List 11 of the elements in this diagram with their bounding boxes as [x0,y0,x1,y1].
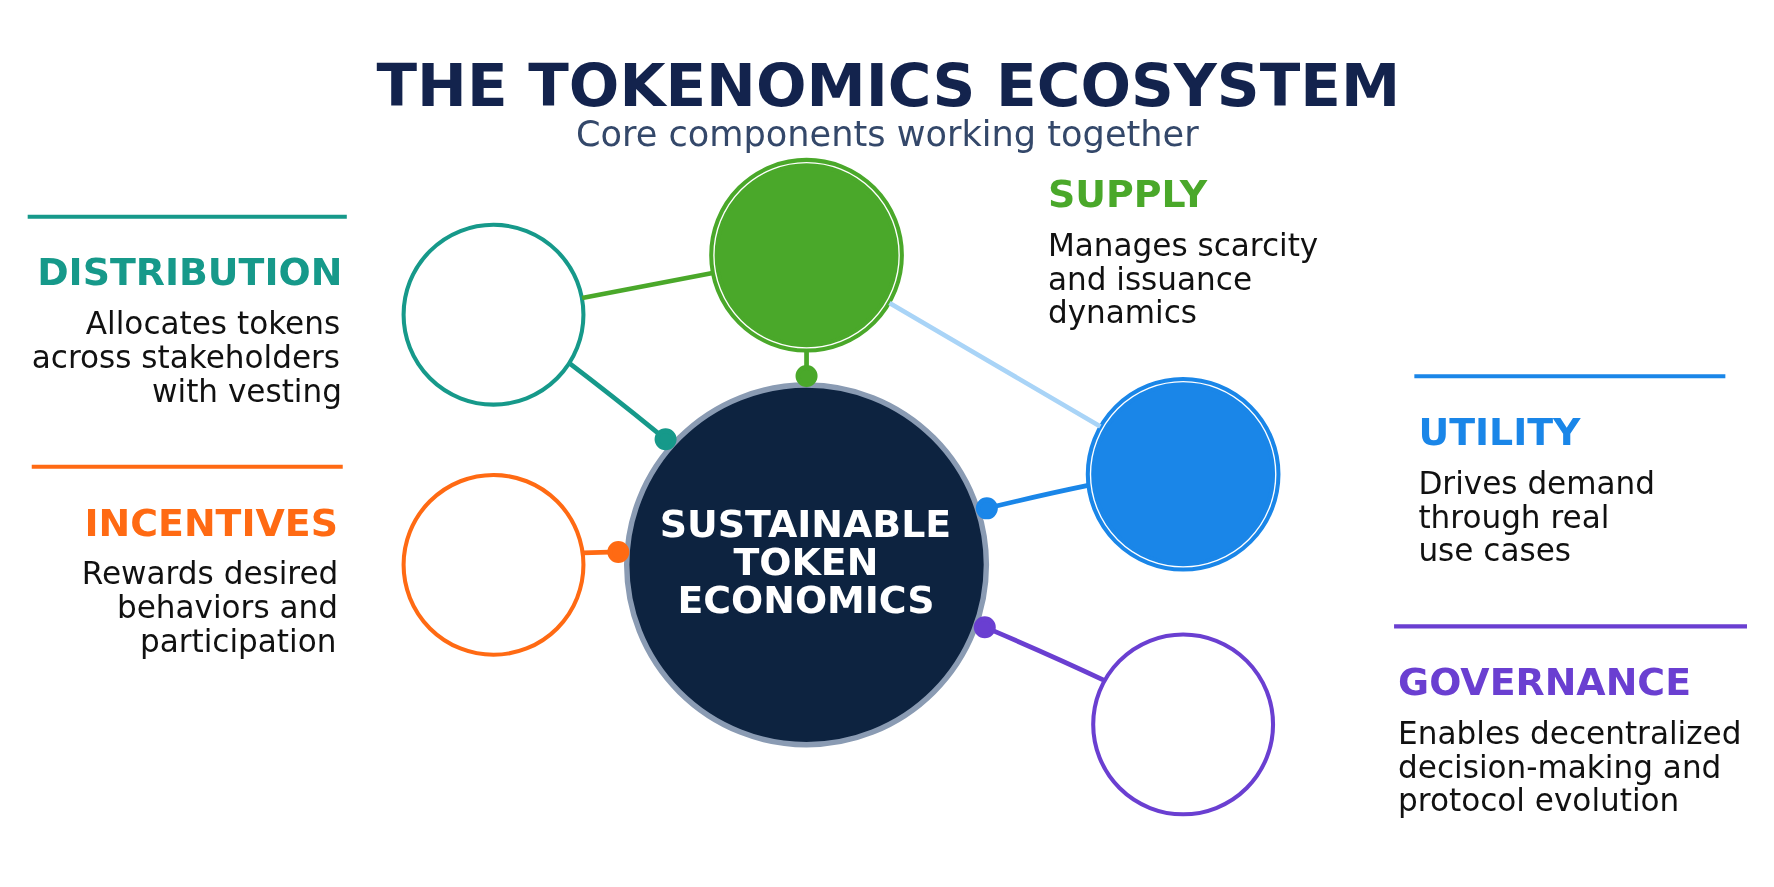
node-label: DISTRIBUTION [37,250,343,295]
node-label: Drives demand through real use cases [1418,464,1656,569]
node-label: SUPPLY [1047,172,1208,217]
node-label: Rewards desired behaviors and participation [81,555,339,659]
node-label: Enables decentralized decision-making and protocol evolution [1398,714,1742,819]
node-label: INCENTIVES [84,500,338,545]
node-label: GOVERNANCE [1398,660,1691,705]
caption: Core components working together [576,113,1199,155]
node-label: Manages scarcity and issuance dynamics [1047,226,1319,331]
node-label: Allocates tokens across stakeholders with vesting [31,305,342,409]
node-label: UTILITY [1418,410,1581,455]
